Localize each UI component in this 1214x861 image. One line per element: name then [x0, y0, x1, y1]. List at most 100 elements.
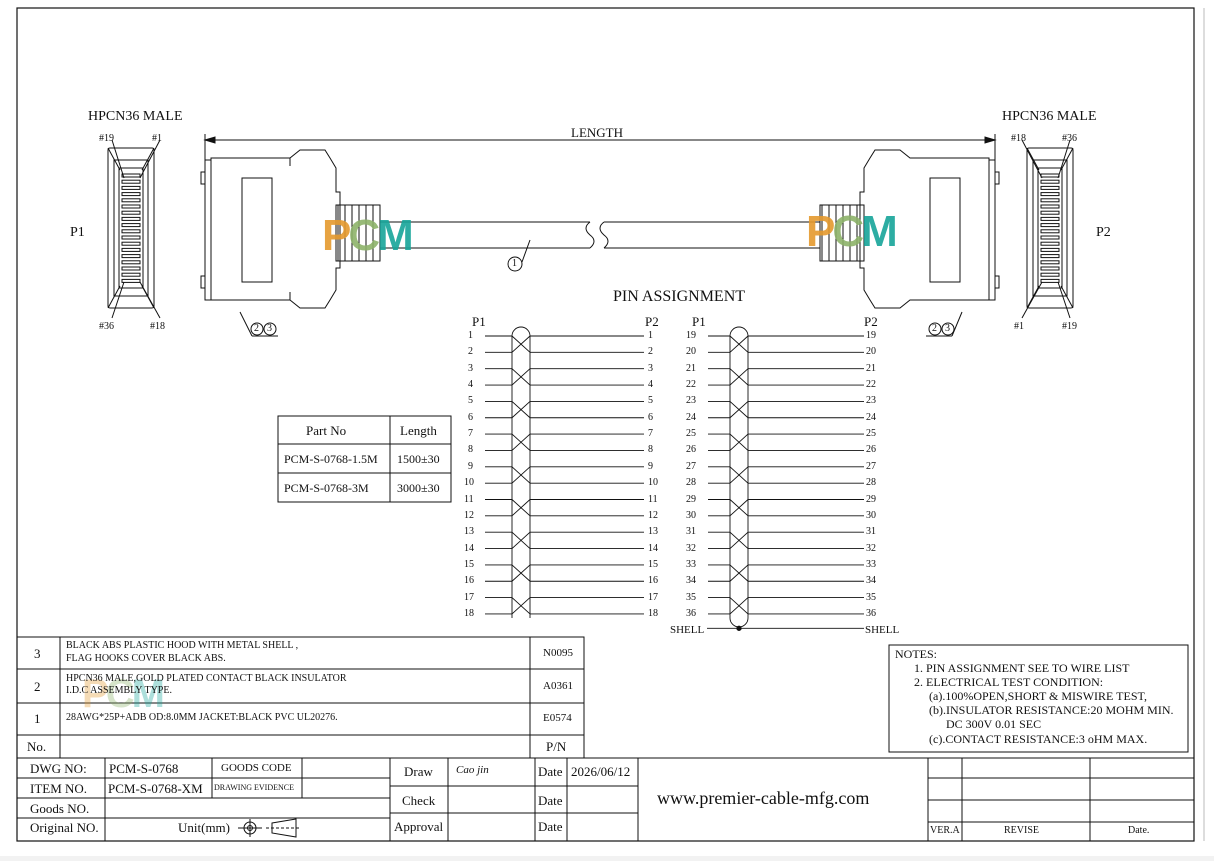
logo-letter-p: P	[806, 207, 835, 256]
twist	[729, 597, 749, 615]
right-connector-title: HPCN36 MALE	[1002, 109, 1097, 124]
pin-label: 7	[468, 428, 473, 440]
pin-label: 24	[686, 411, 696, 423]
part-table-header-part: Part No	[306, 423, 347, 438]
contact-tooth	[1040, 216, 1060, 221]
pin-label: 3	[648, 362, 653, 374]
pin-label: 10	[464, 477, 474, 489]
contact-tooth	[121, 272, 141, 277]
bom-row-1-desc-1: 28AWG*25P+ADB OD:8.0MM JACKET:BLACK PVC …	[66, 712, 338, 723]
pin-label: 3	[468, 362, 473, 374]
website-label: www.premier-cable-mfg.com	[657, 788, 870, 808]
contact-tooth	[1040, 247, 1060, 252]
goods-code-label: GOODS CODE	[221, 762, 292, 774]
notes-title: NOTES:	[895, 647, 937, 661]
contact-tooth	[121, 192, 141, 197]
check-label: Check	[402, 793, 436, 808]
item-no-value: PCM-S-0768-XM	[108, 781, 203, 796]
pin-label: 23	[866, 395, 876, 407]
left-face-connector	[107, 139, 161, 319]
date-label-draw: Date	[538, 764, 563, 779]
pin-label: 9	[468, 460, 473, 472]
pin-label: 8	[468, 444, 473, 456]
twist	[511, 335, 531, 353]
logo-letter-p: P	[322, 211, 351, 260]
pin-label: 24	[866, 411, 876, 423]
left-connector-title: HPCN36 MALE	[88, 109, 183, 124]
right-hood	[819, 149, 1000, 309]
part-table-row-2-length: 3000±30	[397, 481, 440, 495]
shell-label-left: SHELL	[670, 624, 705, 636]
callout-left-hood	[239, 311, 278, 337]
left-pin-bottom-left: #36	[99, 321, 114, 332]
pin-label: 33	[686, 558, 696, 570]
drawing-evidence-label: DRAWING EVIDENCE	[214, 783, 295, 792]
pin-label: 5	[468, 395, 473, 407]
pin-label: 13	[648, 526, 658, 538]
twist	[511, 466, 531, 484]
length-dimension	[203, 134, 997, 176]
logo-letter-p: P	[82, 672, 109, 716]
notes-line-3: (a).100%OPEN,SHORT & MISWIRE TEST,	[929, 689, 1147, 703]
part-table-row-2-part: PCM-S-0768-3M	[284, 481, 369, 495]
contact-tooth	[121, 173, 141, 178]
callout-cable	[507, 256, 523, 272]
bom-footer-pn: P/N	[546, 739, 567, 754]
bom-row-2-no: 2	[34, 679, 41, 694]
date-label-check: Date	[538, 793, 563, 808]
callout-right-hood-a: 2	[932, 323, 937, 334]
twist	[511, 564, 531, 582]
pin-label: 18	[464, 607, 474, 619]
contact-tooth	[1040, 278, 1060, 283]
logo-letter-m: M	[861, 207, 898, 256]
pin-label: 35	[866, 591, 876, 603]
pin-label: 2	[648, 346, 653, 358]
pin-label: 5	[648, 395, 653, 407]
length-label: LENGTH	[571, 125, 623, 140]
pin-label: 19	[686, 330, 696, 341]
contact-tooth	[121, 198, 141, 203]
draw-signature: Cao jin	[456, 764, 489, 776]
dwg-no-value: PCM-S-0768	[109, 761, 179, 776]
pin-wiring	[485, 326, 864, 631]
draw-label: Draw	[404, 764, 433, 779]
pin-label: 18	[648, 607, 658, 619]
pin-assignment-title: PIN ASSIGNMENT	[613, 288, 746, 305]
pin-label: 14	[464, 542, 474, 554]
pin-label: 34	[686, 575, 696, 587]
contact-tooth	[121, 223, 141, 228]
pin-label: 34	[866, 575, 876, 587]
pin-block-right-p1: P1	[692, 314, 706, 329]
contact-tooth	[121, 241, 141, 246]
pin-label: 23	[686, 395, 696, 407]
revise-date-label: Date.	[1128, 825, 1150, 836]
bom-row-1-no: 1	[34, 711, 41, 726]
contact-tooth	[1040, 266, 1060, 271]
right-pin-top-right: #36	[1062, 133, 1077, 144]
pin-label: 2	[468, 346, 473, 358]
twist	[511, 499, 531, 517]
pin-label: 26	[686, 444, 696, 456]
twist	[511, 368, 531, 386]
logo-letter-c: C	[105, 672, 135, 716]
twist	[511, 401, 531, 419]
bom-footer-no: No.	[27, 739, 47, 754]
pin-label: 21	[686, 362, 696, 374]
twist	[511, 531, 531, 549]
pin-label: 1	[648, 330, 653, 341]
bom-row-2-desc-2: I.D.C ASSEMBLY TYPE.	[66, 685, 172, 696]
pin-label: 12	[464, 509, 474, 521]
pin-label: 22	[686, 379, 696, 391]
right-connector-label: P2	[1096, 225, 1111, 240]
notes-line-1: 1. PIN ASSIGNMENT SEE TO WIRE LIST	[914, 661, 1130, 675]
contact-tooth	[1040, 204, 1060, 209]
pin-label: 16	[648, 575, 658, 587]
pin-label: 32	[686, 542, 696, 554]
pcm-logo-left: PCM	[322, 211, 414, 260]
contact-tooth	[1040, 210, 1060, 215]
date-value: 2026/06/12	[571, 764, 631, 779]
contact-tooth	[1040, 235, 1060, 240]
pin-label: 14	[648, 542, 658, 554]
notes-line-2: 2. ELECTRICAL TEST CONDITION:	[914, 675, 1104, 689]
pin-label: 17	[464, 591, 474, 603]
